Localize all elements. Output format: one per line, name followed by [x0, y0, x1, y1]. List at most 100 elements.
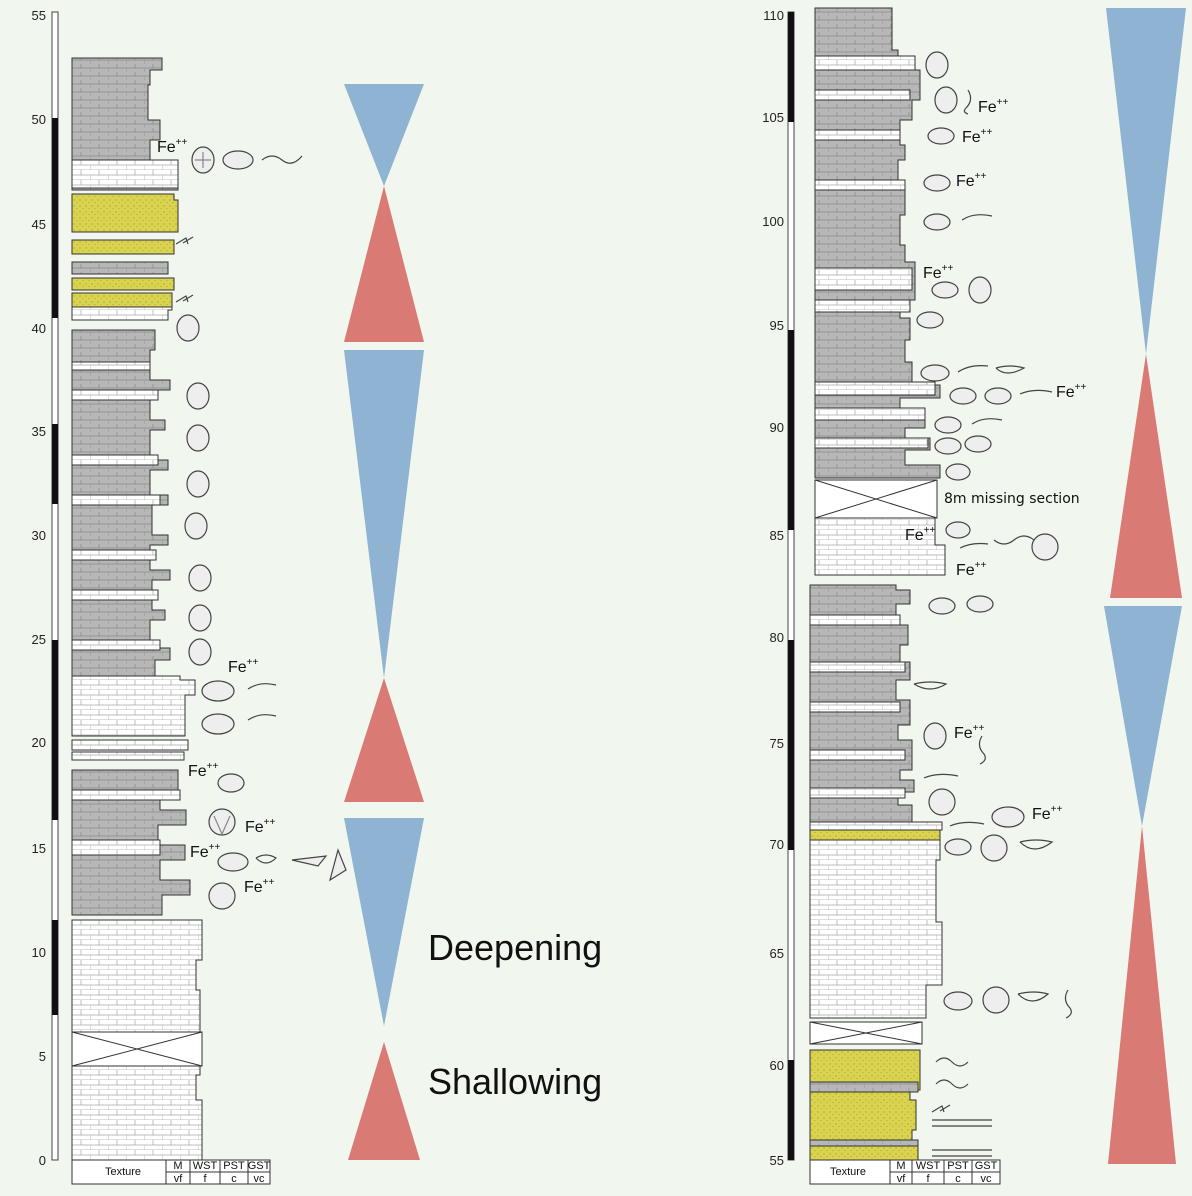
bivalve-icon [934, 437, 962, 455]
tick-label: 85 [770, 528, 784, 543]
bivalve-icon [931, 281, 959, 299]
tick-label: 70 [770, 837, 784, 852]
ripple-icon [995, 365, 1026, 374]
bivalve-icon [966, 595, 994, 613]
scallop-icon [208, 808, 236, 836]
fe-label: Fe++ [956, 171, 987, 190]
shallowing-triangle [344, 678, 424, 802]
gastropod-icon [329, 848, 347, 882]
shallowing-triangle [348, 1042, 420, 1160]
legend-shallowing: Shallowing [428, 1061, 602, 1102]
tick-label: 105 [762, 110, 784, 125]
left-sequence-triangles [344, 84, 424, 1160]
sandstone-bed [71, 239, 175, 255]
ripple-icon [935, 1079, 969, 1089]
mudstone-interval [809, 1081, 919, 1093]
limestone-bed [71, 1059, 203, 1161]
burrow-icon [957, 365, 989, 373]
scallop-icon [208, 882, 236, 910]
right-fossils [913, 51, 1072, 1157]
mudstone-interval [814, 7, 941, 479]
tick-label: 25 [32, 632, 46, 647]
ripple-icon [1017, 991, 1050, 1002]
tick-label: 60 [770, 1058, 784, 1073]
fe-label: Fe++ [245, 817, 276, 836]
ammonite-icon [188, 638, 212, 666]
right-sequence-triangles [1104, 8, 1186, 1164]
deepening-triangle [344, 350, 424, 678]
burrow-icon [963, 89, 972, 115]
bivalve-icon [222, 150, 254, 170]
left-fe-labels: Fe++ Fe++ Fe++ Fe++ Fe++ Fe++ [157, 137, 276, 896]
deepening-triangle [1104, 606, 1182, 826]
tick-label: 65 [770, 946, 784, 961]
fe-label: Fe++ [923, 263, 954, 282]
bivalve-icon [923, 174, 951, 192]
bivalve-icon [984, 387, 1012, 405]
limestone-bed [71, 675, 196, 737]
ripple-icon [935, 1057, 969, 1067]
bivalve-icon [217, 852, 249, 872]
texture-grade: PST [947, 1160, 969, 1172]
sandstone-bed [71, 277, 175, 291]
burrow-icon [949, 821, 985, 827]
bivalve-icon [916, 311, 944, 329]
burrow-icon [959, 542, 989, 549]
texture-grade: GST [248, 1160, 271, 1172]
tick-label: 55 [770, 1153, 784, 1168]
grain-size: c [955, 1173, 961, 1185]
tick-label: 40 [32, 321, 46, 336]
left-fossils [175, 146, 347, 910]
ammonite-icon [186, 424, 210, 452]
scallop-icon [982, 986, 1010, 1014]
texture-label: Texture [105, 1166, 141, 1178]
limestone-bed [71, 159, 179, 189]
ammonite-icon [191, 146, 215, 174]
limestone-bed [71, 739, 189, 751]
grain-size: vf [174, 1173, 184, 1185]
fe-label: Fe++ [978, 97, 1009, 116]
grain-size: vc [981, 1173, 993, 1185]
burrow-icon [923, 773, 959, 779]
fe-label: Fe++ [962, 127, 993, 146]
texture-grade: M [896, 1160, 905, 1172]
ripple-icon [993, 535, 1035, 545]
left-lithology-log [71, 57, 203, 1161]
limestone-bed [71, 789, 181, 856]
burrow-icon [971, 418, 1003, 425]
cross-bedding-icon [931, 1104, 992, 1127]
fe-label: Fe++ [190, 842, 221, 861]
mudstone-interval [809, 1139, 919, 1147]
ripple-icon [255, 854, 277, 864]
ripple-icon [1019, 839, 1054, 850]
texture-grade: WST [916, 1160, 941, 1172]
texture-grade: M [173, 1160, 182, 1172]
cross-bedding-icon [175, 236, 194, 245]
texture-grade: PST [223, 1160, 245, 1172]
fe-label: Fe++ [157, 137, 188, 156]
ammonite-icon [186, 382, 210, 410]
mudstone-interval [71, 261, 169, 275]
tick-label: 55 [32, 8, 46, 23]
bivalve-icon [920, 364, 950, 382]
ammonite-icon [923, 722, 947, 750]
texture-label: Texture [830, 1166, 866, 1178]
burrow-icon [247, 714, 277, 721]
bivalve-icon [934, 416, 962, 434]
legend-deepening: Deepening [428, 927, 602, 968]
gastropod-icon [291, 855, 328, 867]
shallowing-triangle [1108, 826, 1176, 1164]
shallowing-triangle [344, 186, 424, 342]
ammonite-icon [968, 276, 992, 304]
fe-label: Fe++ [905, 525, 936, 544]
ammonite-icon [184, 512, 208, 540]
bivalve-icon [928, 597, 956, 615]
right-fe-labels: Fe++ Fe++ Fe++ Fe++ Fe++ Fe++ Fe++ Fe++ … [905, 97, 1087, 823]
bivalve-icon [944, 838, 972, 856]
bivalve-icon [923, 213, 951, 231]
bivalve-icon [217, 773, 245, 793]
fe-label: Fe++ [188, 761, 219, 780]
grain-size: vf [897, 1173, 907, 1185]
tick-label: 35 [32, 424, 46, 439]
limestone-bed [809, 837, 943, 1019]
